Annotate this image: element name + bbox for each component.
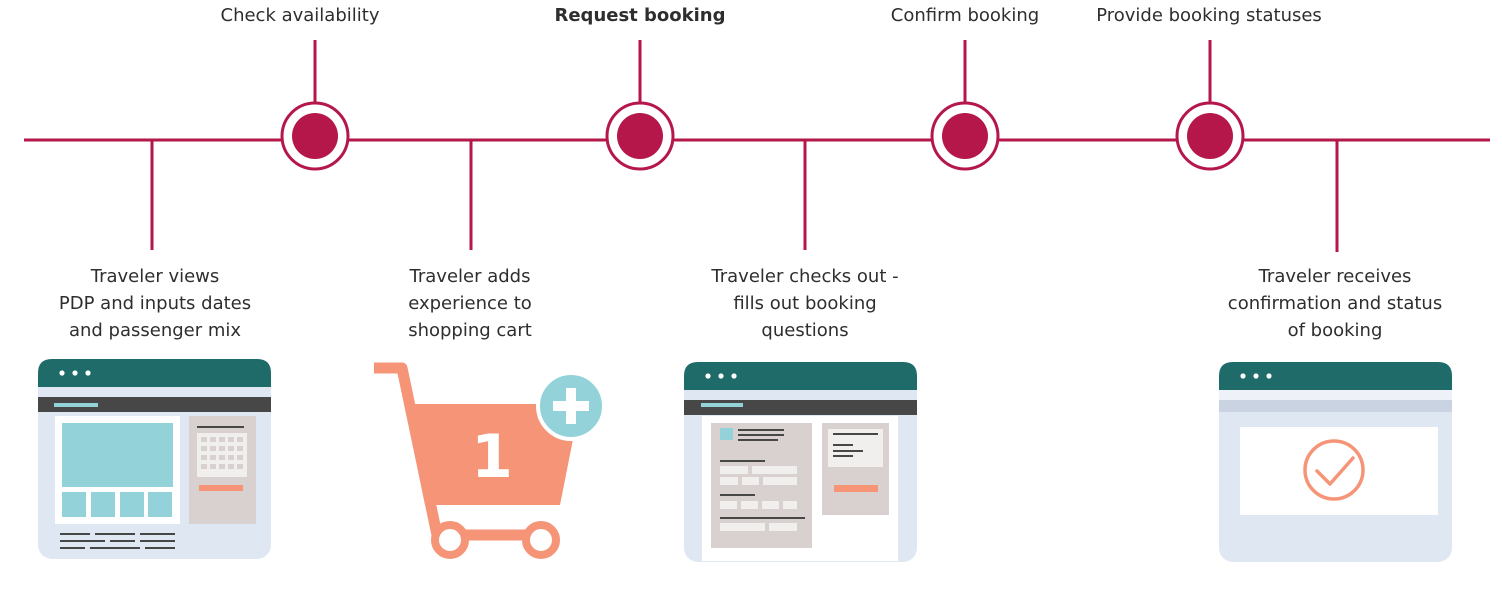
step-line: confirmation and status (1227, 293, 1443, 314)
milestone-node (605, 101, 675, 171)
step-line: shopping cart (408, 320, 532, 341)
step-line: fills out booking (733, 293, 877, 314)
checkout-form-browser-icon (684, 362, 917, 562)
step-description-add-to-cart: Traveler adds experience to shopping car… (360, 263, 580, 344)
step-description-confirmation: Traveler receives confirmation and statu… (1205, 263, 1465, 344)
step-line: Traveler checks out - (711, 266, 899, 287)
step-line: and passenger mix (68, 320, 242, 341)
step-line: Traveler receives (1258, 266, 1412, 287)
step-line: PDP and inputs dates (58, 293, 252, 314)
step-description-view-pdp: Traveler views PDP and inputs dates and … (38, 263, 272, 344)
confirmation-browser-icon (1219, 362, 1452, 562)
step-line: experience to (408, 293, 532, 314)
milestone-label-request-booking: Request booking (554, 5, 726, 26)
milestone-label-check-availability: Check availability (220, 5, 380, 26)
milestone-node (1175, 101, 1245, 171)
milestone-label-provide-booking-statuses: Provide booking statuses (1096, 5, 1322, 26)
milestone-node (930, 101, 1000, 171)
step-line: questions (761, 320, 849, 341)
step-line: Traveler views (90, 266, 220, 287)
product-page-browser-icon (38, 359, 271, 559)
milestone-label-confirm-booking: Confirm booking (890, 5, 1040, 26)
cart-item-count: 1 (471, 422, 513, 492)
shopping-cart-icon (374, 362, 606, 559)
milestone-node (280, 101, 350, 171)
step-line: Traveler adds (409, 266, 531, 287)
step-line: of booking (1287, 320, 1383, 341)
step-description-checkout: Traveler checks out - fills out booking … (680, 263, 930, 344)
